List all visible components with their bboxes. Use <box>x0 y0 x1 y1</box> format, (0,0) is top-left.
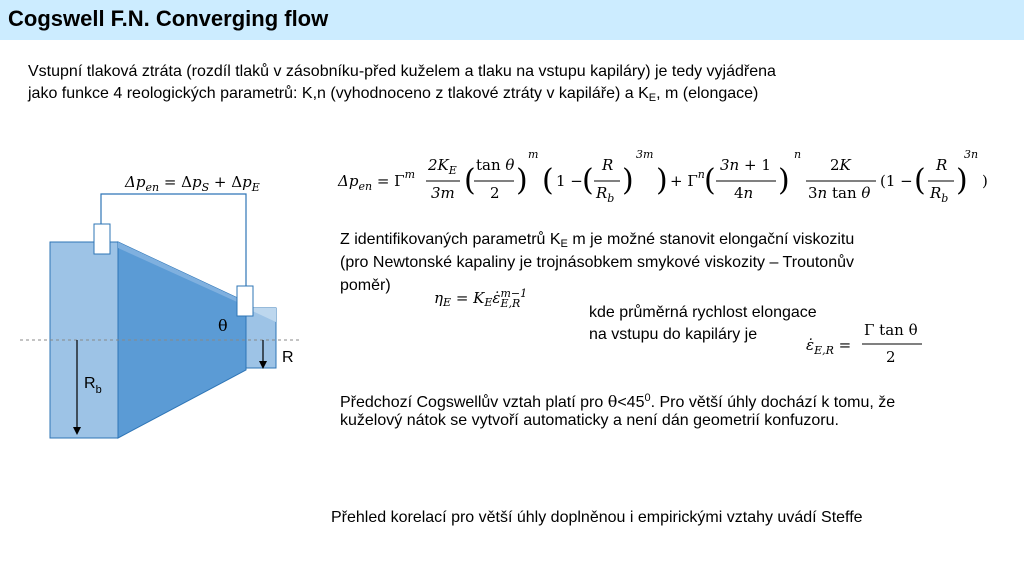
pressure-sensor-2 <box>236 285 254 317</box>
svg-text:): ) <box>656 163 668 198</box>
svg-text:3m: 3m <box>636 148 653 161</box>
pressure-drop-sum-equation: Δpen = ΔpS + ΔpE <box>124 173 260 194</box>
svg-text:3m: 3m <box>431 184 455 202</box>
svg-text:): ) <box>778 163 790 198</box>
pressure-sensor-1 <box>93 223 111 255</box>
paragraph3-line-1-post: . Pro větší úhly dochází k tomu, že <box>650 394 896 411</box>
svg-text:n: n <box>794 148 801 161</box>
svg-text:2: 2 <box>490 184 500 202</box>
svg-text:(1 −: (1 − <box>880 172 913 190</box>
svg-text:2: 2 <box>886 348 896 366</box>
cone-highlight <box>118 242 246 306</box>
paragraph3-lt: <45 <box>617 394 645 411</box>
intro-line-2-sub: E <box>648 92 657 104</box>
reservoir-rect <box>49 241 119 439</box>
svg-text:R: R <box>601 156 613 174</box>
paragraph3-line-1: Předchozí Cogswellův vztah platí pro θ<4… <box>340 388 895 413</box>
svg-text:3n + 1: 3n + 1 <box>720 156 771 174</box>
svg-text:(: ( <box>542 163 554 198</box>
svg-text:Rb: Rb <box>929 184 948 205</box>
svg-text:): ) <box>956 163 968 198</box>
paragraph2-line-2: (pro Newtonské kapaliny je trojnásobkem … <box>340 254 854 271</box>
paragraph3-line-2: kuželový nátok se vytvoří automaticky a … <box>340 412 839 429</box>
rb-arrow <box>73 340 81 435</box>
paragraph2-line-3: poměr) <box>340 277 391 294</box>
rb-label: Rb <box>84 375 102 396</box>
svg-text:): ) <box>622 163 634 198</box>
svg-text:+ Γn: + Γn <box>670 168 705 190</box>
svg-text:4n: 4n <box>734 184 753 202</box>
theta-label: θ <box>218 316 228 335</box>
svg-text:): ) <box>516 163 528 198</box>
intro-line-1: Vstupní tlaková ztráta (rozdíl tlaků v z… <box>28 63 776 80</box>
intro-line-2-pre: jako funkce 4 reologických parametrů: K,… <box>28 85 649 102</box>
main-equation: Δpen = Γm 2KE 3m ( tan θ 2 ) m ( 1 − ( R… <box>337 148 988 205</box>
title-bar: Cogswell F.N. Converging flow <box>0 0 1024 40</box>
paragraph3-degree: 0 <box>644 392 651 404</box>
svg-text:Δpen = ΔpS + ΔpE: Δpen = ΔpS + ΔpE <box>124 173 260 194</box>
rb-label-sub: b <box>96 384 102 396</box>
elongation-rate-equation: ε̇E,R = Γ tan θ 2 <box>806 321 922 366</box>
converging-flow-diagram: Δpen = ΔpS + ΔpE θ R Rb <box>20 173 300 439</box>
paragraph2-line-1-post: m je možné stanovit elongační viskozitu <box>567 231 855 248</box>
svg-text:3n tan θ: 3n tan θ <box>808 184 870 202</box>
rate-text-line-1: kde průměrná rychlost elongace <box>589 304 817 321</box>
paragraph2-line-1: Z identifikovaných parametrů KE m je mož… <box>340 229 854 255</box>
svg-text:R: R <box>935 156 947 174</box>
r-arrow <box>259 340 267 369</box>
svg-text:(: ( <box>914 163 926 198</box>
paragraph3-line-1-pre: Předchozí Cogswellův vztah platí pro <box>340 394 608 411</box>
intro-line-2: jako funkce 4 reologických parametrů: K,… <box>28 83 758 109</box>
rate-text-line-2: na vstupu do kapiláry je <box>589 326 758 343</box>
svg-text:2KE: 2KE <box>427 156 457 177</box>
svg-text:m: m <box>528 148 538 161</box>
svg-text:ε̇E,R =: ε̇E,R = <box>806 336 851 357</box>
paragraph2-line-1-pre: Z identifikovaných parametrů K <box>340 231 561 248</box>
intro-line-2-post: , m (elongace) <box>656 85 759 102</box>
svg-text:2K: 2K <box>830 156 852 174</box>
svg-text:1 −: 1 − <box>556 172 583 190</box>
svg-text:): ) <box>982 172 988 190</box>
paragraph2-line-1-sub: E <box>560 238 568 250</box>
paragraph3-theta: θ <box>607 392 618 411</box>
svg-text:(: ( <box>704 163 716 198</box>
svg-text:(: ( <box>464 163 476 198</box>
svg-text:tan θ: tan θ <box>476 156 514 174</box>
svg-text:Γ tan θ: Γ tan θ <box>864 321 918 339</box>
svg-text:3n: 3n <box>964 148 978 161</box>
r-label: R <box>282 349 294 366</box>
svg-text:Rb: Rb <box>595 184 614 205</box>
rb-label-main: R <box>84 375 96 392</box>
svg-text:Δpen = Γm: Δpen = Γm <box>337 168 415 193</box>
slide-title: Cogswell F.N. Converging flow <box>8 6 329 31</box>
svg-text:(: ( <box>582 163 594 198</box>
footer-text: Přehled korelací pro větší úhly doplněno… <box>331 509 863 526</box>
pressure-tube <box>100 193 247 286</box>
